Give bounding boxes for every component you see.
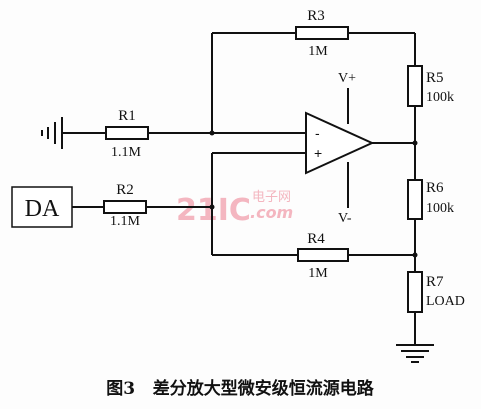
resistor-r5: R5 100k [407, 65, 454, 107]
junction-out [412, 140, 418, 146]
opamp-vneg-label: V- [338, 211, 352, 226]
resistor-r6-body [407, 179, 423, 220]
junction-inv [209, 130, 215, 136]
resistor-r7-body [407, 271, 423, 313]
resistor-r3-body [295, 26, 349, 40]
junction-r6-r7 [412, 252, 418, 258]
resistor-r7-name: R7 [426, 274, 444, 290]
junctions [209, 130, 418, 258]
resistor-r6-value: 100k [426, 201, 454, 216]
da-label: DA [25, 196, 60, 222]
resistor-r1-body [105, 126, 149, 140]
watermark-domain: .com [250, 203, 293, 222]
figure-caption: 图3 差分放大型微安级恒流源电路 [106, 378, 375, 399]
opamp-triangle-icon [305, 111, 375, 175]
resistor-r4-value: 1M [308, 266, 328, 281]
da-source: DA [11, 186, 73, 228]
opamp-noninverting-sign: + [314, 145, 322, 161]
resistor-r3-value: 1M [308, 44, 328, 59]
ground-left-icon [41, 117, 63, 149]
resistor-r2: R2 1.1M [103, 182, 147, 229]
resistor-r3: R3 1M [295, 8, 349, 59]
resistor-r7-value: LOAD [426, 294, 465, 309]
resistor-r2-body [103, 200, 147, 214]
resistor-r6-name: R6 [426, 180, 444, 196]
resistor-r2-value: 1.1M [110, 214, 141, 229]
resistor-r4-name: R4 [307, 231, 325, 247]
resistor-r2-name: R2 [116, 182, 134, 198]
resistor-r4: R4 1M [297, 231, 349, 281]
resistor-r4-body [297, 248, 349, 262]
resistor-r1: R1 1.1M [105, 108, 149, 160]
wires [62, 32, 416, 345]
watermark-logo: 21IC [176, 193, 251, 228]
resistor-r5-value: 100k [426, 90, 454, 105]
resistor-r1-name: R1 [118, 108, 136, 124]
opamp-inverting-sign: - [315, 125, 320, 141]
resistor-r1-value: 1.1M [111, 145, 142, 160]
resistor-r7: R7 LOAD [407, 271, 465, 313]
junction-noninv [209, 204, 215, 210]
resistor-r6: R6 100k [407, 179, 454, 220]
watermark: 21IC 电子网 .com [176, 190, 293, 228]
opamp: - + V+ V- [305, 71, 375, 226]
resistor-r5-body [407, 65, 423, 107]
da-box [11, 186, 73, 228]
resistor-r3-name: R3 [307, 8, 325, 24]
watermark-cn: 电子网 [252, 190, 291, 205]
opamp-vpos-label: V+ [338, 71, 356, 86]
resistor-r5-name: R5 [426, 70, 444, 86]
ground-bottom-icon [396, 344, 434, 363]
